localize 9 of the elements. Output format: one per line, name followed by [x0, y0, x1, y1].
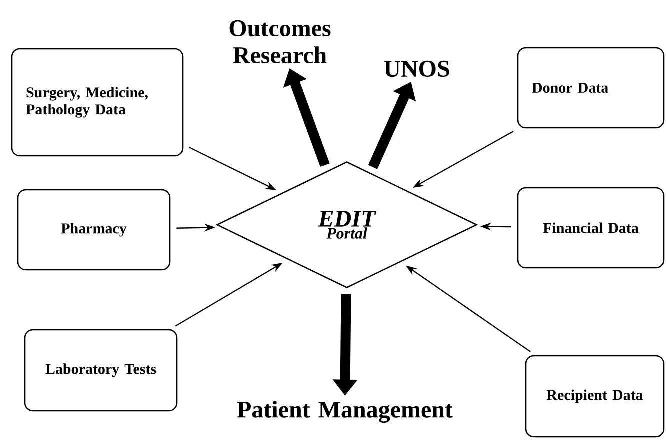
process-box: Recipient Data [525, 355, 665, 438]
heading-text: Outcomes Research [230, 20, 331, 64]
process-box: Financial Data [517, 187, 665, 269]
process-box: Laboratory Tests [24, 329, 178, 412]
heading-text: Patient Management [237, 401, 453, 423]
process-box: Donor Data [517, 47, 665, 129]
heading-text: UNOS [384, 60, 450, 78]
process-box: Pharmacy [17, 189, 171, 271]
process-box: Surgery, Medicine, Pathology Data [11, 48, 184, 157]
